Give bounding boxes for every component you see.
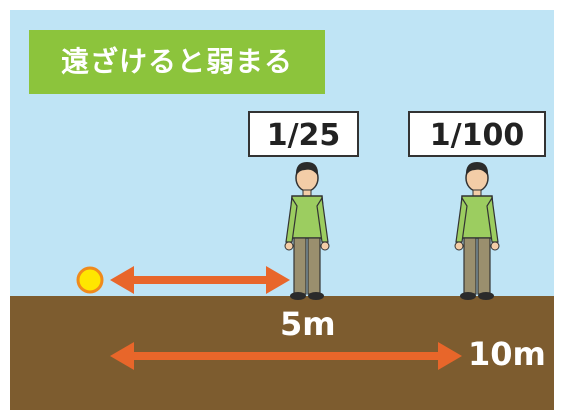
person-far-icon: [454, 162, 500, 300]
light-source-icon: [76, 266, 104, 294]
illustration-scene: 遠ざけると弱まる 1/25 1/100: [10, 10, 554, 410]
scene-graphics: [76, 162, 500, 370]
distance-arrow-near: [110, 266, 290, 294]
distance-arrow-far: [110, 342, 462, 370]
ratio-label-near: 1/25: [248, 111, 359, 157]
ratio-label-far: 1/100: [408, 111, 546, 157]
title-badge: 遠ざけると弱まる: [29, 30, 325, 94]
person-near-icon: [284, 162, 330, 300]
distance-label-near: 5m: [280, 305, 336, 343]
distance-label-far: 10m: [468, 335, 546, 373]
